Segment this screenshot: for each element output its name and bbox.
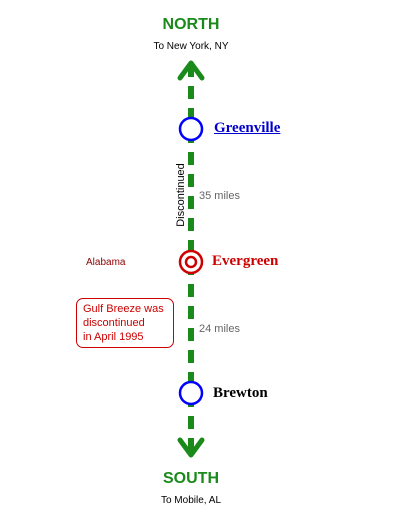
discontinued-note: Gulf Breeze was discontinued in April 19… [76,298,174,348]
station-greenville-link[interactable]: Greenville [214,120,281,136]
evergreen-station-inner-icon [184,255,198,269]
south-arrow-icon [177,437,205,458]
note-line: discontinued [83,317,145,329]
north-label: NORTH [162,16,220,33]
note-line: Gulf Breeze was [83,303,164,315]
north-arrow-icon [177,60,205,81]
segment-distance-2: 24 miles [199,323,240,335]
segment-distance-1: 35 miles [199,190,240,202]
greenville-station-icon[interactable] [178,116,204,142]
south-destination: To Mobile, AL [160,495,222,506]
station-brewton-label: Brewton [213,385,268,401]
south-label: SOUTH [163,470,219,487]
station-evergreen-label: Evergreen [212,253,279,269]
brewton-station-icon[interactable] [178,380,204,406]
note-line: in April 1995 [83,331,144,343]
discontinued-segment-label: Discontinued [175,163,187,227]
north-destination: To New York, NY [153,41,229,52]
state-label: Alabama [86,257,126,268]
